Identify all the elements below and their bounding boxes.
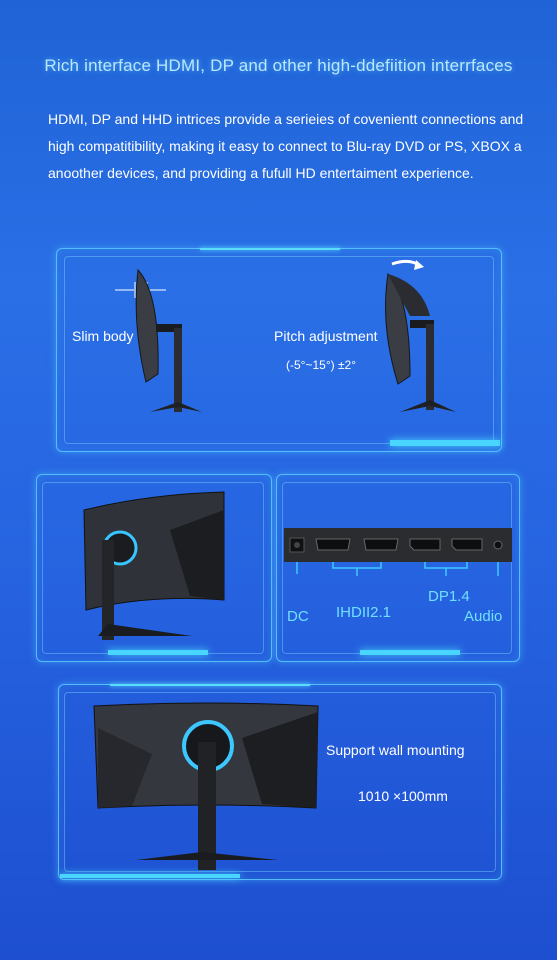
panel-accent: [360, 650, 460, 655]
monitor-rear-image: [83, 491, 225, 640]
port-dp-label: DP1.4: [428, 588, 470, 605]
panel-accent: [110, 684, 310, 686]
panel-accent: [108, 650, 208, 655]
panel-accent: [390, 440, 500, 446]
vesa-size-label: 1010 ×100mm: [358, 788, 448, 804]
monitor-back-image: [93, 702, 319, 870]
feature-panel-ports: [276, 474, 520, 662]
port-dc-label: DC: [287, 608, 309, 625]
headline: Rich interface HDMI, DP and other high-d…: [44, 56, 513, 75]
slim-monitor-image: [115, 268, 202, 412]
port-audio-label: Audio: [464, 608, 503, 625]
panel-accent: [200, 248, 340, 250]
slim-body-label: Slim body: [72, 328, 134, 344]
feature-panel-stand: [36, 474, 272, 662]
wall-mounting-label: Support wall mounting: [326, 742, 465, 758]
ports-strip-image: [284, 528, 512, 576]
pitch-monitor-image: [385, 259, 456, 412]
intro-text: HDMI, DP and HHD intrices provide a seri…: [48, 111, 524, 181]
panel-frame: [64, 256, 494, 444]
pitch-range-label: (-5°~15°) ±2°: [286, 358, 357, 372]
port-hdmi-label: IHDII2.1: [336, 604, 392, 621]
pitch-adjustment-label: Pitch adjustment: [274, 328, 378, 344]
panel-accent: [60, 874, 240, 878]
panel-frame: [64, 692, 496, 872]
